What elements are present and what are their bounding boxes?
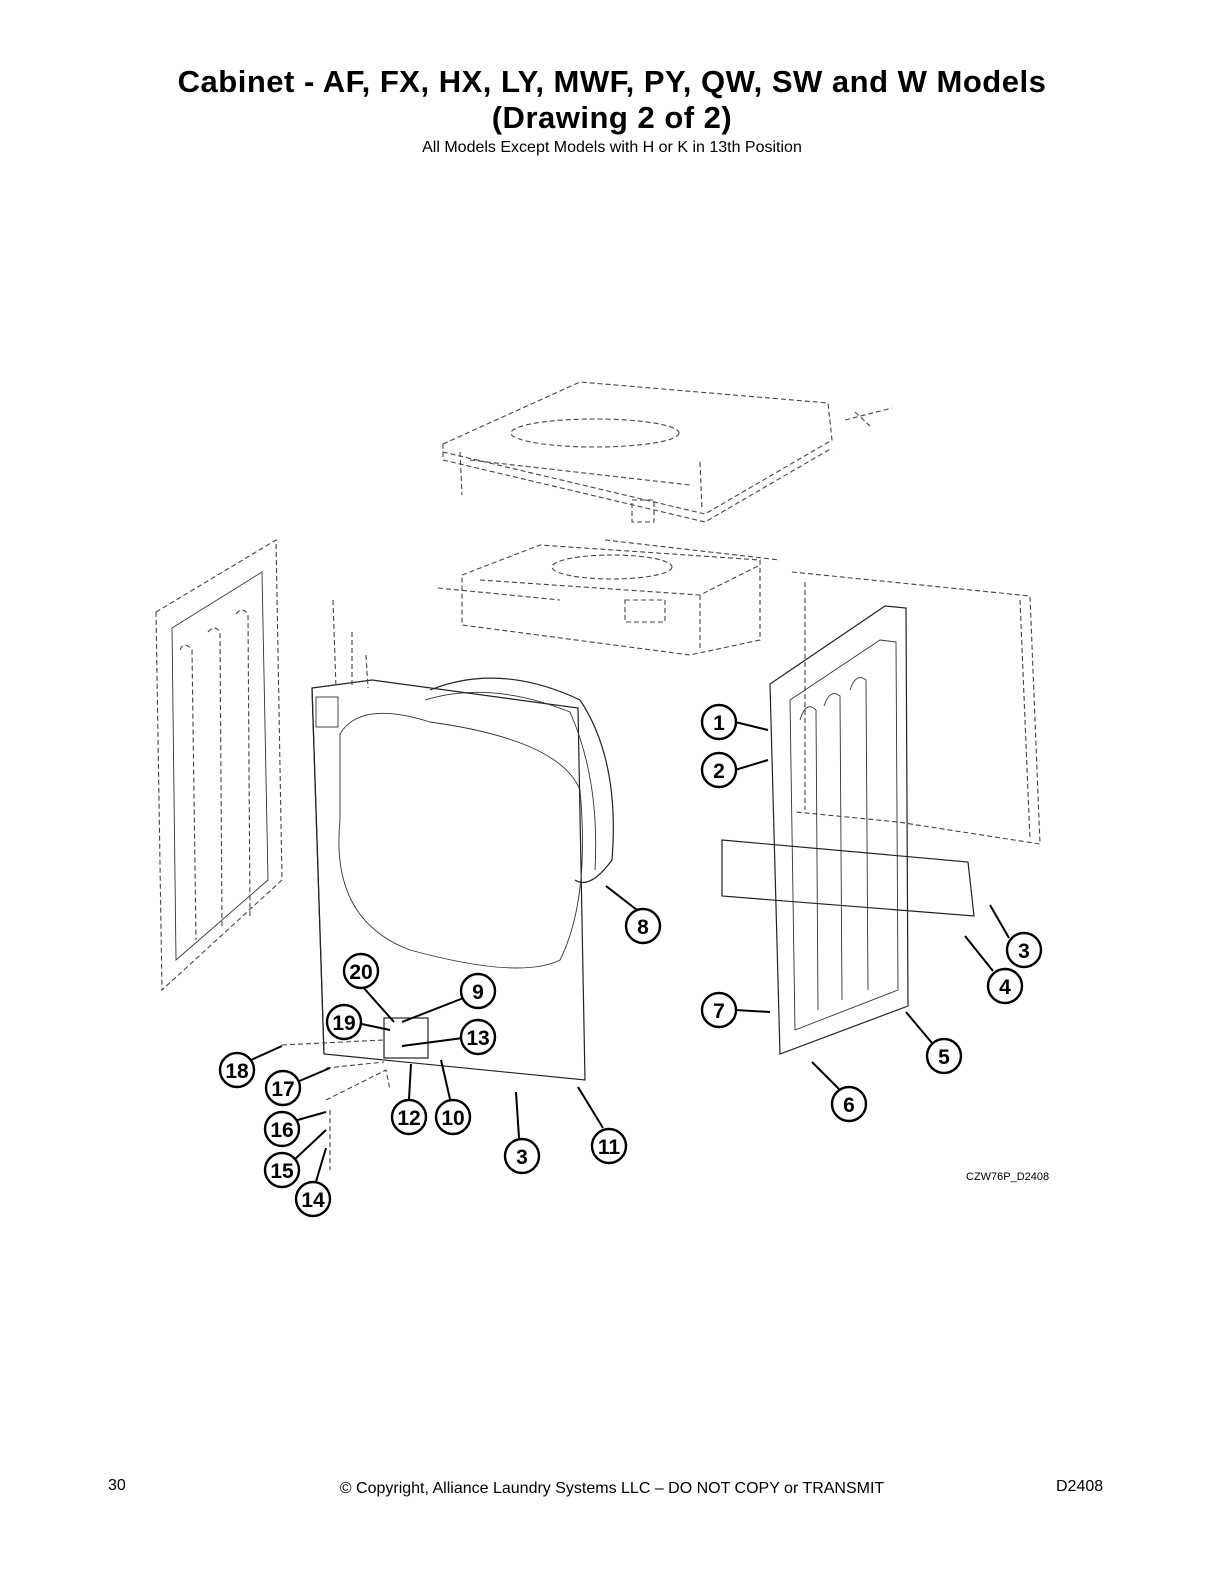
rear-panel-part [791,571,1041,845]
blower-housing-part [437,539,781,656]
svg-text:14: 14 [301,1189,325,1212]
svg-text:5: 5 [938,1046,950,1069]
callout-14: 14 [294,1180,332,1218]
page-title: Cabinet - AF, FX, HX, LY, MWF, PY, QW, S… [177,64,1047,99]
svg-text:13: 13 [466,1027,489,1050]
document-code: D2408 [1056,1478,1104,1495]
svg-text:19: 19 [332,1012,355,1035]
callout-10: 10 [434,1098,472,1136]
callout-15: 15 [263,1151,301,1189]
svg-text:1: 1 [713,712,725,735]
callout-2: 2 [700,751,738,789]
callout-13: 13 [459,1018,497,1056]
svg-text:16: 16 [270,1119,293,1142]
callout-3-right: 3 [1005,931,1043,969]
copyright-notice: © Copyright, Alliance Laundry Systems LL… [339,1480,885,1497]
callout-7: 7 [700,991,738,1029]
svg-text:3: 3 [1018,940,1030,963]
page-subtitle: All Models Except Models with H or K in … [422,139,802,156]
top-panel-part [442,381,893,523]
callout-5: 5 [925,1037,963,1075]
callout-18: 18 [218,1051,256,1089]
callout-4: 4 [986,967,1024,1005]
svg-text:3: 3 [516,1146,528,1169]
callout-11: 11 [590,1127,628,1165]
svg-text:17: 17 [271,1078,294,1101]
svg-text:12: 12 [397,1107,420,1130]
callout-20: 20 [342,952,380,990]
drawing-code: CZW76P_D2408 [966,1171,1050,1183]
callout-19: 19 [325,1003,363,1041]
svg-text:18: 18 [225,1060,249,1083]
front-panel-part [281,599,614,1170]
svg-text:9: 9 [472,981,484,1004]
svg-text:7: 7 [713,1000,725,1023]
svg-text:2: 2 [713,760,725,783]
callout-9: 9 [459,972,497,1010]
svg-text:8: 8 [637,916,649,939]
callout-3-front: 3 [503,1137,541,1175]
callout-6: 6 [830,1085,868,1123]
svg-text:10: 10 [441,1107,464,1130]
callout-leaders [250,721,1010,1186]
svg-text:4: 4 [999,976,1011,999]
page-title-drawing-number: (Drawing 2 of 2) [491,100,733,135]
svg-text:6: 6 [843,1094,855,1117]
svg-text:20: 20 [349,961,372,984]
svg-text:11: 11 [598,1136,621,1159]
callout-16: 16 [263,1110,301,1148]
callout-17: 17 [264,1069,302,1107]
page-number: 30 [108,1477,126,1494]
svg-text:15: 15 [270,1160,294,1183]
left-side-panel-part [155,539,283,992]
right-side-panel-part [721,605,975,1055]
callout-1: 1 [700,703,738,741]
callout-12: 12 [390,1098,428,1136]
callout-8: 8 [624,907,662,945]
